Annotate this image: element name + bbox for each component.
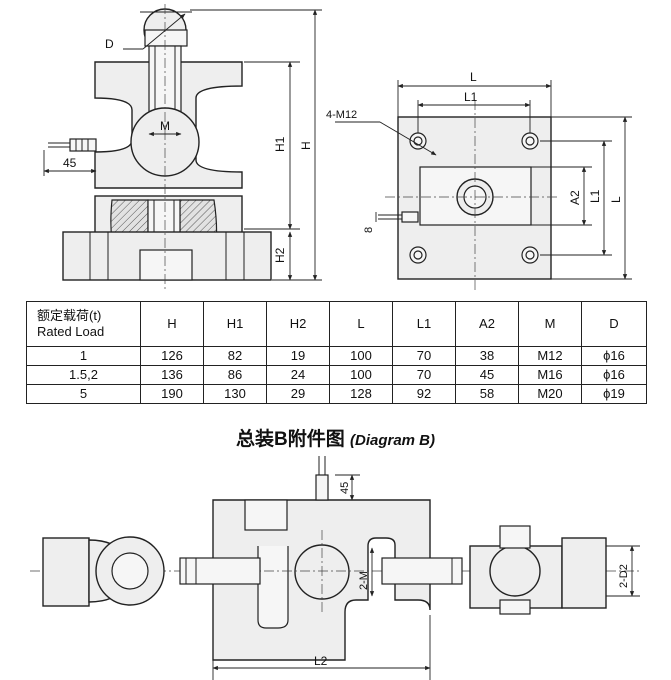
- table-cell: 24: [266, 365, 330, 385]
- table-cell: M20: [518, 384, 582, 404]
- diagram-b: 45 2-M 2-D2: [30, 456, 640, 680]
- side-view: 45 D M H1 H H2: [43, 4, 322, 290]
- table-cell: 38: [455, 346, 519, 366]
- two-d2-label: 2-D2: [618, 564, 630, 588]
- table-cell: 45: [455, 365, 519, 385]
- bolt-spec-label: 4-M12: [326, 109, 357, 121]
- table-cell: 126: [140, 346, 204, 366]
- column-header: H1: [203, 301, 267, 347]
- h2-label: H2: [273, 247, 287, 263]
- column-header: M: [518, 301, 582, 347]
- table-cell: ϕ16: [581, 365, 647, 385]
- l2-label: L2: [314, 654, 328, 668]
- right-rod-end: [381, 525, 607, 615]
- top-view: L L1 4-M12 A2 L1 L 8: [326, 70, 632, 290]
- table-cell: 70: [392, 365, 456, 385]
- table-header-row: 额定载荷(t) Rated Load H H1 H2 L L1 A2 M D: [26, 301, 647, 347]
- load-cell: 1.5,2: [26, 365, 141, 385]
- diagram-b-cable-gland: [315, 456, 329, 501]
- table-cell: 19: [266, 346, 330, 366]
- table-cell: 82: [203, 346, 267, 366]
- column-header: D: [581, 301, 647, 347]
- table-cell: 130: [203, 384, 267, 404]
- cable-length-label: 45: [63, 156, 77, 170]
- table-cell: 58: [455, 384, 519, 404]
- table-cell: M16: [518, 365, 582, 385]
- diagram-b-title-en: (Diagram B): [350, 432, 436, 449]
- table-cell: M12: [518, 346, 582, 366]
- rated-load-header-en: Rated Load: [37, 324, 105, 339]
- top-cable-gland: [378, 211, 419, 223]
- column-header: A2: [455, 301, 519, 347]
- column-header: L: [329, 301, 393, 347]
- diagram-b-cable-label: 45: [339, 482, 351, 494]
- h1-label: H1: [273, 136, 287, 152]
- two-m-label: 2-M: [358, 571, 370, 590]
- table-cell: ϕ19: [581, 384, 647, 404]
- offset-label: 8: [363, 227, 375, 233]
- table-row: 1.5,2 136 86 24 100 70 45 M16 ϕ16: [26, 365, 647, 385]
- table-cell: 86: [203, 365, 267, 385]
- load-cell: 5: [26, 384, 141, 404]
- rated-load-header: 额定载荷(t) Rated Load: [26, 301, 141, 347]
- column-header: H: [140, 301, 204, 347]
- table-cell: 29: [266, 384, 330, 404]
- left-rod-end: [42, 536, 261, 607]
- spec-table: 额定载荷(t) Rated Load H H1 H2 L L1 A2 M D 1…: [26, 301, 647, 404]
- table-cell: 128: [329, 384, 393, 404]
- table-cell: ϕ16: [581, 346, 647, 366]
- column-header: L1: [392, 301, 456, 347]
- top-ball-cup: [144, 29, 188, 47]
- table-cell: 70: [392, 346, 456, 366]
- table-row: 5 190 130 29 128 92 58 M20 ϕ19: [26, 384, 647, 404]
- table-cell: 136: [140, 365, 204, 385]
- bolt-holes: [409, 132, 539, 264]
- table-cell: 92: [392, 384, 456, 404]
- top-l1-label: L1: [464, 90, 478, 104]
- table-row: 1 126 82 19 100 70 38 M12 ϕ16: [26, 346, 647, 366]
- a2-label: A2: [568, 190, 582, 205]
- diagram-b-title: 总装B附件图 (Diagram B): [0, 424, 671, 451]
- rated-load-header-cn: 额定载荷(t): [37, 308, 102, 323]
- d-label: D: [105, 37, 114, 51]
- side-l-label: L: [609, 196, 623, 203]
- load-cell: 1: [26, 346, 141, 366]
- table-cell: 190: [140, 384, 204, 404]
- table-cell: 100: [329, 346, 393, 366]
- side-l1-label: L1: [588, 189, 602, 203]
- top-l-label: L: [470, 70, 477, 84]
- table-cell: 100: [329, 365, 393, 385]
- diagram-b-title-cn: 总装B附件图: [235, 429, 345, 450]
- h-label: H: [299, 141, 313, 150]
- m-label: M: [160, 119, 170, 133]
- column-header: H2: [266, 301, 330, 347]
- cable-gland: [48, 138, 97, 152]
